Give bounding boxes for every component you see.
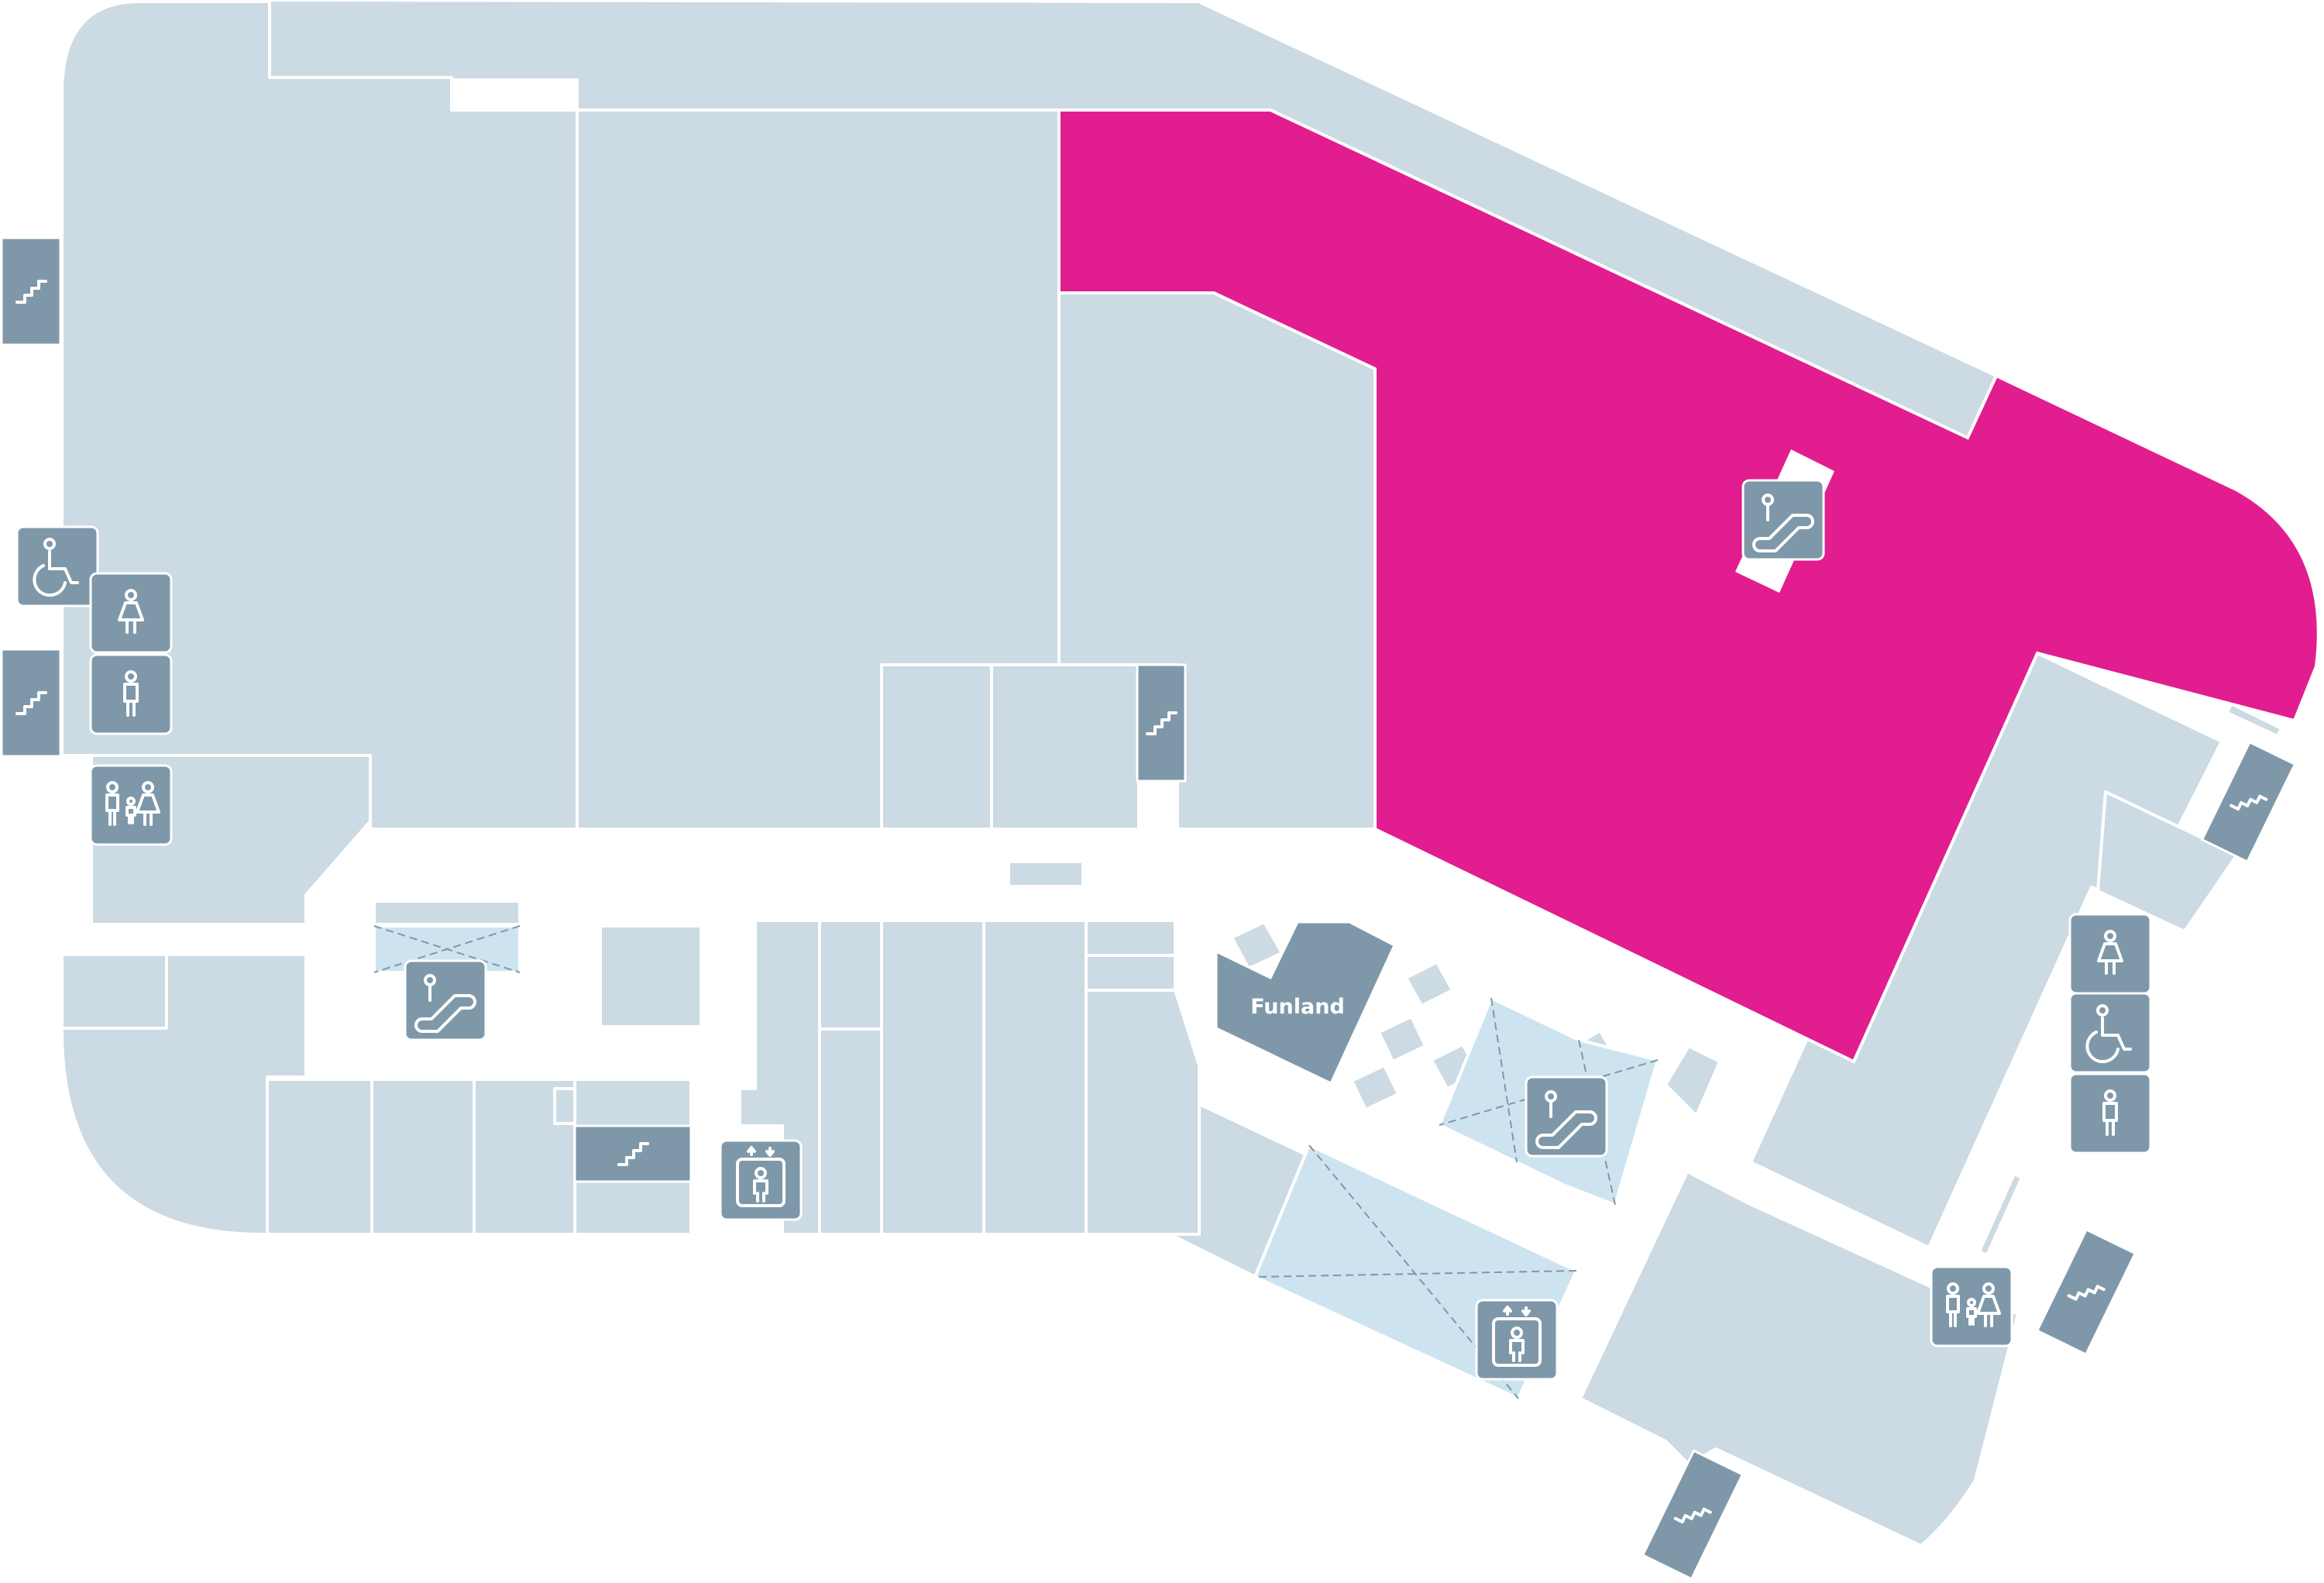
facility-icons bbox=[15, 479, 2152, 1381]
store-unit[interactable] bbox=[818, 1027, 883, 1236]
stairs-icon bbox=[1136, 663, 1187, 783]
kiosk bbox=[1350, 1064, 1400, 1111]
funland-label: Funland bbox=[1250, 995, 1345, 1019]
store-unit[interactable] bbox=[370, 1078, 476, 1236]
escalator-icon bbox=[1525, 1075, 1608, 1158]
male-toilet-icon bbox=[2068, 1072, 2152, 1155]
female-toilet-icon bbox=[2068, 913, 2152, 995]
store-unit[interactable] bbox=[2226, 702, 2283, 738]
store-unit[interactable] bbox=[1978, 1172, 2023, 1257]
wheelchair-icon bbox=[15, 525, 99, 607]
store-units bbox=[60, 0, 2283, 1547]
store-unit[interactable] bbox=[1085, 989, 1201, 1236]
family-room-icon bbox=[1930, 1265, 2013, 1347]
store-unit[interactable] bbox=[2096, 790, 2239, 933]
store-unit[interactable] bbox=[982, 919, 1088, 1236]
kiosk bbox=[1404, 961, 1454, 1007]
store-unit[interactable] bbox=[990, 663, 1140, 831]
stairs-icon bbox=[0, 648, 62, 758]
store-unit[interactable] bbox=[880, 663, 993, 831]
stairs-icon bbox=[573, 1124, 693, 1183]
wheelchair-icon bbox=[2068, 992, 2152, 1074]
funland-area[interactable] bbox=[1215, 921, 1396, 1086]
store-unit[interactable] bbox=[818, 919, 883, 1031]
store-unit[interactable] bbox=[1579, 1170, 2020, 1547]
escalator-icon bbox=[1741, 479, 1825, 561]
store-unit bbox=[1007, 860, 1085, 888]
store-unit[interactable] bbox=[1085, 954, 1177, 992]
store-unit[interactable] bbox=[880, 919, 985, 1236]
stairs-icon bbox=[1641, 1449, 1745, 1581]
lift-icon bbox=[719, 1139, 803, 1221]
store-unit[interactable] bbox=[599, 924, 703, 1028]
store-unit[interactable] bbox=[373, 900, 521, 926]
kiosk bbox=[1664, 1044, 1721, 1117]
stairs-icon bbox=[0, 236, 62, 346]
store-unit[interactable] bbox=[1085, 919, 1177, 957]
female-toilet-icon bbox=[89, 572, 173, 654]
store-unit[interactable] bbox=[553, 1087, 576, 1125]
highlighted-store-area[interactable] bbox=[1057, 108, 2320, 1064]
stairs-icon bbox=[2035, 1227, 2137, 1357]
stairs-icon bbox=[2200, 740, 2297, 864]
lift-icon bbox=[1475, 1299, 1559, 1381]
store-unit[interactable] bbox=[266, 1078, 373, 1236]
male-toilet-icon bbox=[89, 653, 173, 735]
escalator-icon bbox=[404, 959, 487, 1041]
stairs-group bbox=[0, 236, 2297, 1581]
kiosk bbox=[1377, 1015, 1427, 1063]
family-room-icon bbox=[89, 764, 173, 846]
store-unit[interactable] bbox=[60, 953, 168, 1030]
store-unit[interactable] bbox=[60, 0, 579, 831]
funland-store[interactable]: Funland bbox=[1215, 921, 1396, 1086]
